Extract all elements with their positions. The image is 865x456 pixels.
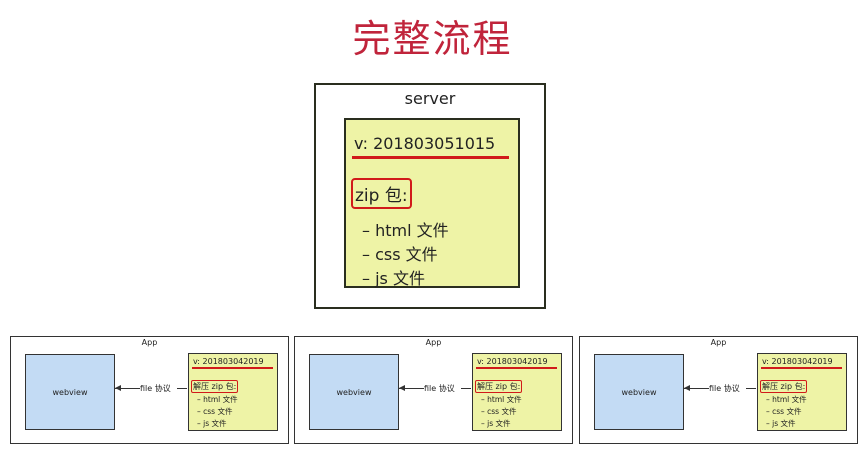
connector-line bbox=[746, 388, 756, 389]
arrow-left-icon bbox=[684, 385, 690, 391]
app-zip-label: 解压 zip 包: bbox=[191, 380, 239, 393]
arrow-line bbox=[399, 388, 424, 389]
version-underline bbox=[352, 156, 509, 159]
connector-line bbox=[461, 388, 471, 389]
app-file-html: – html 文件 bbox=[197, 395, 238, 404]
webview-label: webview bbox=[336, 387, 372, 397]
app-label: App bbox=[425, 338, 442, 347]
protocol-label: file 协议 bbox=[140, 384, 171, 393]
page-title: 完整流程 bbox=[352, 17, 513, 61]
webview-label: webview bbox=[52, 387, 88, 397]
connector-line bbox=[177, 388, 187, 389]
server-file-html: – html 文件 bbox=[362, 221, 449, 240]
app-version: v: 201803042019 bbox=[762, 357, 833, 366]
arrow-left-icon bbox=[115, 385, 121, 391]
app-panel: App webview file 协议 v: 201803042019 解压 z… bbox=[579, 336, 858, 444]
protocol-label: file 协议 bbox=[709, 384, 740, 393]
app-file-js: – js 文件 bbox=[197, 419, 227, 428]
arrow-left-icon bbox=[399, 385, 405, 391]
webview-box: webview bbox=[594, 354, 684, 430]
app-file-html: – html 文件 bbox=[766, 395, 807, 404]
app-package: v: 201803042019 解压 zip 包: – html 文件 – cs… bbox=[472, 353, 562, 431]
app-panel: App webview file 协议 v: 201803042019 解压 z… bbox=[10, 336, 289, 444]
app-label: App bbox=[710, 338, 727, 347]
webview-box: webview bbox=[309, 354, 399, 430]
protocol-label: file 协议 bbox=[424, 384, 455, 393]
app-label: App bbox=[141, 338, 158, 347]
app-file-css: – css 文件 bbox=[481, 407, 517, 416]
arrow-line bbox=[684, 388, 709, 389]
app-file-css: – css 文件 bbox=[197, 407, 233, 416]
server-label: server bbox=[404, 89, 456, 108]
app-zip-label: 解压 zip 包: bbox=[475, 380, 523, 393]
app-zip-label: 解压 zip 包: bbox=[760, 380, 808, 393]
version-underline bbox=[476, 367, 557, 369]
server-version: v: 201803051015 bbox=[354, 134, 496, 153]
app-version: v: 201803042019 bbox=[477, 357, 548, 366]
version-underline bbox=[192, 367, 273, 369]
app-file-html: – html 文件 bbox=[481, 395, 522, 404]
app-package: v: 201803042019 解压 zip 包: – html 文件 – cs… bbox=[757, 353, 847, 431]
app-file-css: – css 文件 bbox=[766, 407, 802, 416]
server-box: server v: 201803051015 zip 包: – html 文件 … bbox=[314, 83, 546, 309]
arrow-line bbox=[115, 388, 140, 389]
app-panel: App webview file 协议 v: 201803042019 解压 z… bbox=[294, 336, 573, 444]
webview-box: webview bbox=[25, 354, 115, 430]
app-file-js: – js 文件 bbox=[766, 419, 796, 428]
app-package: v: 201803042019 解压 zip 包: – html 文件 – cs… bbox=[188, 353, 278, 431]
version-underline bbox=[761, 367, 842, 369]
app-version: v: 201803042019 bbox=[193, 357, 264, 366]
app-file-js: – js 文件 bbox=[481, 419, 511, 428]
server-package: v: 201803051015 zip 包: – html 文件 – css 文… bbox=[344, 118, 520, 288]
webview-label: webview bbox=[621, 387, 657, 397]
server-zip-label: zip 包: bbox=[351, 178, 412, 209]
server-file-css: – css 文件 bbox=[362, 245, 438, 264]
server-file-js: – js 文件 bbox=[362, 269, 425, 288]
